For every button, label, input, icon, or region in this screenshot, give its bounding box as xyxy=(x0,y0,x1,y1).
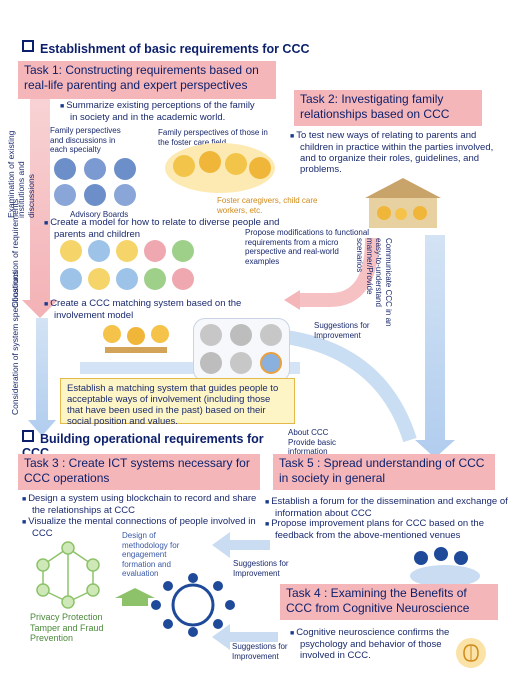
family-perspectives-label: Family perspectives and discussions in e… xyxy=(50,126,121,154)
task3-title: Task 3 : Create ICT systems necessary fo… xyxy=(24,456,250,485)
foster-perspectives-label: Family perspectives of those in the fost… xyxy=(158,128,268,147)
task5-title: Task 5 : Spread understanding of CCC in … xyxy=(279,456,485,485)
task1-title: Task 1: Constructing requirements based … xyxy=(24,63,259,92)
task3-bullet2: Visualize the mental connections of peop… xyxy=(22,516,272,539)
square-icon xyxy=(22,40,34,52)
design-methodology-label: Design of methodology for engagement for… xyxy=(122,531,180,578)
propose-label: Propose modifications to functional requ… xyxy=(245,228,370,266)
task2-title: Task 2: Investigating family relationshi… xyxy=(300,92,450,121)
foster-caregivers-label: Foster caregivers, child care workers, e… xyxy=(217,196,318,215)
section1-header: Establishment of basic requirements for … xyxy=(22,40,310,56)
section1-title: Establishment of basic requirements for … xyxy=(40,42,310,56)
communicate-label-text: Communicate CCC in an easy-to-understand… xyxy=(355,238,394,327)
square-icon-2 xyxy=(22,430,34,442)
network-illustration xyxy=(36,541,100,609)
diagonal-arrow xyxy=(269,328,417,443)
task1-box: Task 1: Constructing requirements based … xyxy=(18,61,276,99)
task2-bullet1: To test new ways of relating to parents … xyxy=(290,130,495,175)
task4-title: Task 4 : Examining the Benefits of CCC f… xyxy=(286,586,470,615)
task5-box: Task 5 : Spread understanding of CCC in … xyxy=(273,454,495,490)
task5-bullet2: Propose improvement plans for CCC based … xyxy=(265,518,508,541)
suggestions-arrow-3 xyxy=(212,624,278,650)
matching-grid xyxy=(193,318,290,382)
task3-bullet1: Design a system using blockchain to reco… xyxy=(22,493,272,516)
curve-arrow-right xyxy=(300,237,379,307)
suggestions-label-1: Suggestions for Improvement xyxy=(314,321,370,340)
task4-box: Task 4 : Examining the Benefits of CCC f… xyxy=(280,584,498,620)
advisory-label: Advisory Boards xyxy=(70,210,129,219)
brain-icon xyxy=(456,638,486,668)
forum-illustration xyxy=(400,545,485,590)
side-label-consideration: Consideration of system specifications xyxy=(10,270,20,415)
foster-caregivers-illustration xyxy=(165,143,275,193)
matching-system-box: Establish a matching system that guides … xyxy=(60,378,295,427)
green-arrow xyxy=(115,588,155,606)
task3-box: Task 3 : Create ICT systems necessary fo… xyxy=(18,454,260,490)
task1-bullet1: Summarize existing perceptions of the fa… xyxy=(60,100,255,123)
diverse-people-illustration xyxy=(60,240,195,295)
left-down-arrow-2 xyxy=(28,318,56,436)
right-down-arrow xyxy=(415,235,455,458)
side-label-consideration-text: Consideration of system specifications xyxy=(10,270,20,415)
family-house-illustration xyxy=(355,178,450,233)
task5-bullet1: Establish a forum for the dissemination … xyxy=(265,496,508,519)
communicate-label: Communicate CCC in an easy-to-understand… xyxy=(355,238,394,328)
suggestions-label-3: Suggestions for Improvement xyxy=(232,642,288,661)
privacy-label: Privacy Protection Tamper and Fraud Prev… xyxy=(30,612,104,643)
task2-box: Task 2: Investigating family relationshi… xyxy=(294,90,482,126)
task4-bullet1: Cognitive neuroscience confirms the psyc… xyxy=(290,627,475,661)
people-circle-illustration xyxy=(151,573,235,637)
meeting-illustration xyxy=(95,325,175,365)
task1-bullet3: Create a CCC matching system based on th… xyxy=(44,298,284,321)
suggestions-label-2: Suggestions for Improvement xyxy=(233,559,289,578)
about-ccc-label: About CCC Provide basic information xyxy=(288,428,337,456)
advisory-board-illustration xyxy=(48,158,143,208)
task1-bullet2: Create a model for how to relate to dive… xyxy=(44,217,284,240)
left-down-arrow xyxy=(22,92,58,318)
